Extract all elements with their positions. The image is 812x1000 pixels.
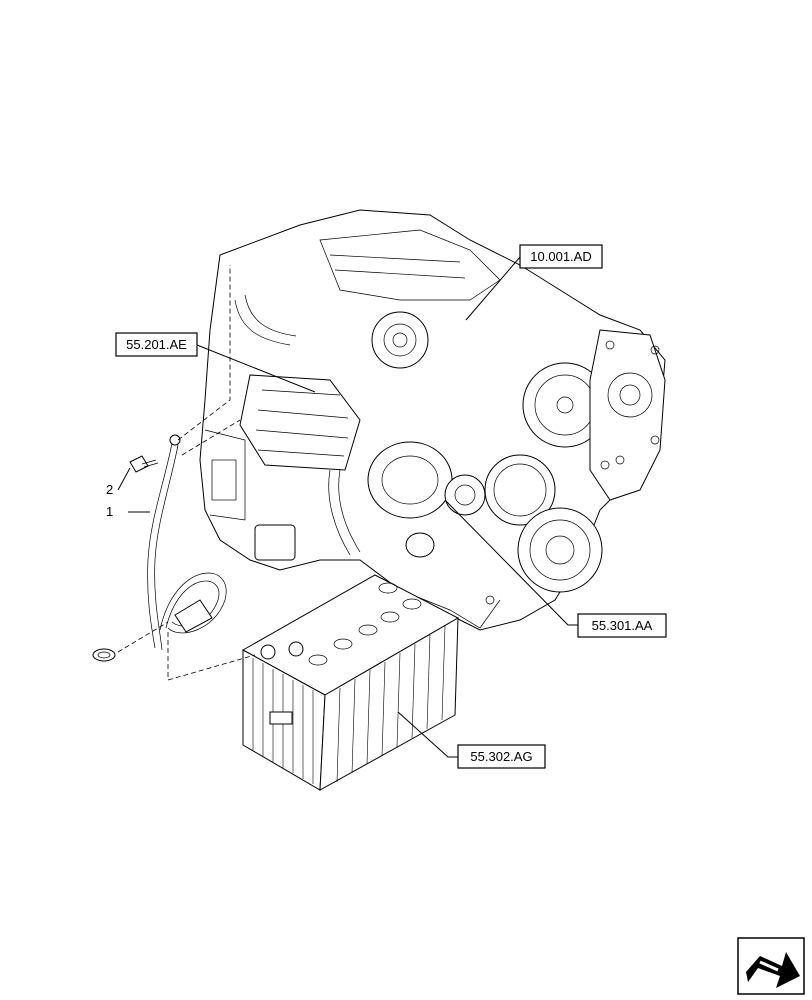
- callout-engine-ref-label: 10.001.AD: [530, 249, 591, 264]
- bolt-part: [129, 455, 159, 473]
- engine-drawing: [199, 209, 666, 631]
- leader-engine-ref: [465, 256, 521, 321]
- leader-starter-ref: [196, 344, 316, 393]
- leader-item-2: [117, 467, 131, 491]
- callout-engine-ref[interactable]: 10.001.AD: [519, 244, 603, 269]
- ground-cable: [92, 265, 256, 681]
- callout-alternator-ref[interactable]: 55.301.AA: [577, 613, 667, 638]
- item-number-2: 2: [106, 482, 113, 497]
- item-number-1: 1: [106, 504, 113, 519]
- leader-lines: [117, 256, 578, 758]
- callout-battery-ref[interactable]: 55.302.AG: [457, 744, 546, 769]
- leader-battery-ref: [397, 711, 458, 758]
- callout-starter-ref[interactable]: 55.201.AE: [115, 332, 198, 357]
- callout-alternator-ref-label: 55.301.AA: [592, 618, 653, 633]
- arrow-icon[interactable]: [737, 937, 805, 995]
- leader-alternator-ref: [444, 499, 578, 626]
- callout-battery-ref-label: 55.302.AG: [470, 749, 532, 764]
- callout-starter-ref-label: 55.201.AE: [126, 337, 187, 352]
- battery-drawing: [241, 574, 460, 791]
